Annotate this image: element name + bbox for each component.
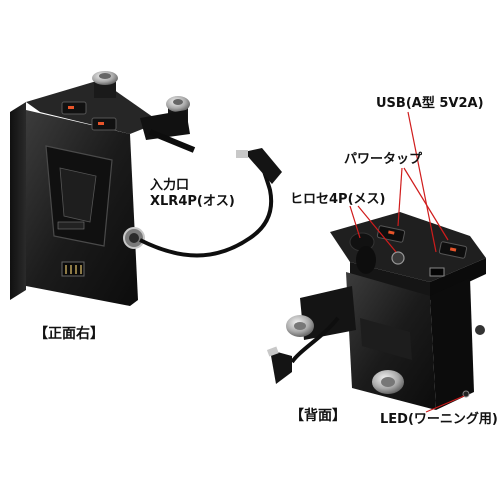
callout-input-line1: 入力口: [150, 178, 190, 193]
top-knob: [92, 71, 118, 98]
contact-strip: [61, 261, 85, 277]
callout-input-port: 入力口 XLR4P(オス): [150, 178, 235, 210]
callout-led: LED(ワーニング用): [380, 412, 498, 427]
warning-led: [462, 390, 470, 398]
leader-lines: [349, 111, 465, 413]
dc-plug: [244, 148, 282, 184]
back-unit: [266, 212, 486, 410]
hirose-connector: [391, 251, 405, 265]
caption-back: 【背面】: [290, 408, 346, 424]
front-unit-top: [26, 80, 160, 134]
bottom-knob: [372, 370, 404, 394]
callout-usb: USB(A型 5V2A): [376, 96, 484, 111]
front-unit: [10, 71, 282, 306]
callout-power-tap: パワータップ: [344, 152, 423, 167]
callout-hirose: ヒロセ4P(メス): [290, 192, 386, 207]
caption-front-right: 【正面右】: [34, 326, 104, 342]
front-unit-side: [10, 102, 26, 300]
callout-input-line2: XLR4P(オス): [150, 194, 235, 209]
left-knob: [286, 315, 314, 337]
usb-port: [429, 267, 445, 277]
